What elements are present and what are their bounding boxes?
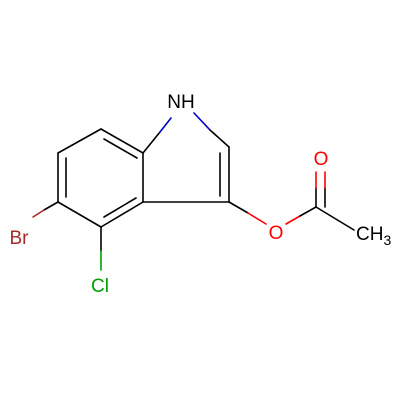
o-c-bond-o xyxy=(285,215,301,225)
atom-label-o-carbonyl: O xyxy=(314,149,329,170)
c5-br-bond xyxy=(43,201,59,211)
atom-label-br: Br xyxy=(10,228,30,249)
atom-label-o-ester: O xyxy=(269,223,284,244)
atom-labels: NH O O Cl Br CH3 xyxy=(10,92,392,297)
atom-label-cl: Cl xyxy=(91,276,109,297)
c5-br-bond-br xyxy=(32,209,45,218)
bond-lines xyxy=(32,112,355,271)
ring-bond-5 xyxy=(100,201,144,228)
c3-o-bond xyxy=(228,201,249,214)
ring-bond-4 xyxy=(57,201,102,228)
atom-label-ch3: CH3 xyxy=(356,224,391,248)
o-c-bond xyxy=(299,206,317,217)
ring-bond-1 xyxy=(100,128,144,154)
ch3-subscript: 3 xyxy=(383,232,391,248)
pyrrole-bond-1 xyxy=(142,131,161,154)
c3-o-bond-o xyxy=(247,212,267,225)
ring-inner-3 xyxy=(103,197,137,218)
c-ch3-bond xyxy=(315,206,355,231)
pyrrole-bond-1n xyxy=(159,117,172,133)
ring-inner-1 xyxy=(103,138,138,159)
pyrrole-bond-2n xyxy=(193,112,211,131)
atom-label-nh: NH xyxy=(167,92,194,113)
pyrrole-bond-2 xyxy=(209,129,230,148)
ring-bond-2 xyxy=(57,128,102,154)
